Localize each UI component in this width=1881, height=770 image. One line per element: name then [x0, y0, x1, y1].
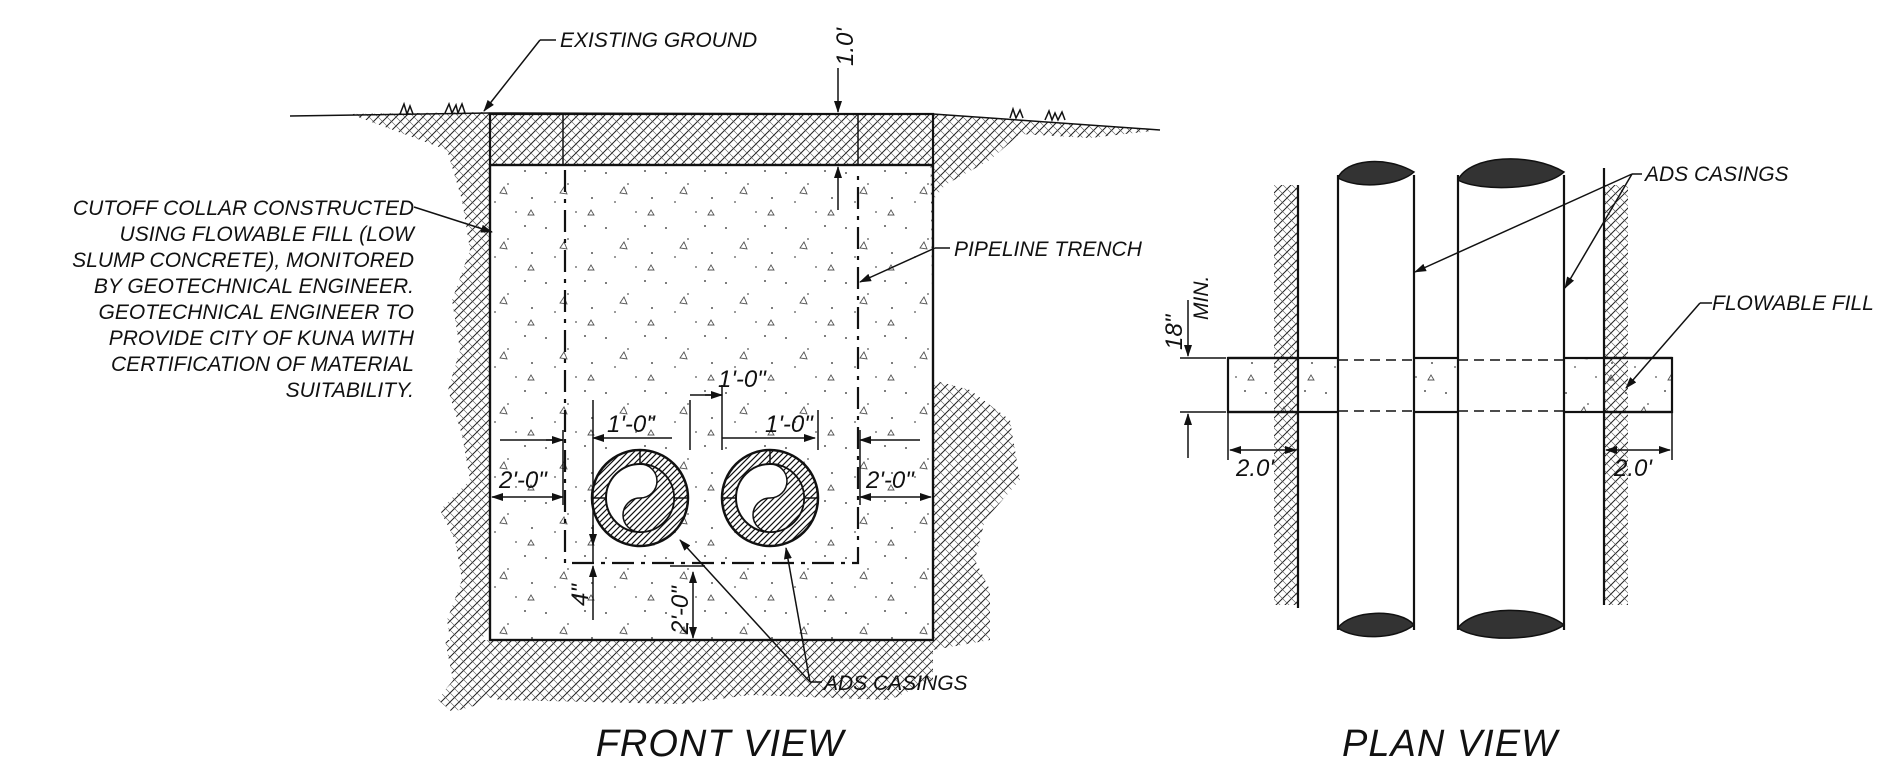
- dim-top-cover-text: 1.0': [832, 27, 859, 66]
- dim-bottom-text: 2'-0": [667, 585, 694, 635]
- collar-note-line-1: CUTOFF COLLAR CONSTRUCTED: [73, 197, 414, 220]
- leader-pipeline-trench: PIPELINE TRENCH: [859, 238, 1143, 283]
- collar-note: CUTOFF COLLAR CONSTRUCTED USING FLOWABLE…: [72, 197, 493, 402]
- plan-leader-ads-casings: ADS CASINGS: [1414, 163, 1789, 289]
- collar-note-line-6: PROVIDE CITY OF KUNA WITH: [109, 327, 415, 350]
- plan-view: 18" MIN. 2.0' 2.0' ADS CASINGS FLOWABLE …: [1161, 158, 1874, 765]
- dim-left-offset: 2'-0": [491, 430, 564, 505]
- grass-tufts: [399, 101, 1066, 123]
- plan-leader-flowable-fill: FLOWABLE FILL: [1625, 292, 1874, 389]
- leader-existing-ground: EXISTING GROUND: [483, 29, 757, 112]
- collar-note-line-5: GEOTECHNICAL ENGINEER TO: [99, 301, 414, 324]
- dim-casing-spacing: 1'-0": [690, 366, 767, 399]
- label-ads-casings-front: ADS CASINGS: [822, 672, 968, 695]
- dim-right-offset-text: 2'-0": [865, 467, 915, 494]
- dim-casing-spacing-text: 1'-0": [718, 366, 767, 393]
- plan-dim-left-ext-text: 2.0': [1235, 455, 1275, 482]
- plan-dim-width-text: 18": [1161, 313, 1188, 350]
- collar-note-line-2: USING FLOWABLE FILL (LOW: [120, 223, 417, 246]
- collar-note-line-3: SLUMP CONCRETE), MONITORED: [72, 249, 414, 272]
- dim-casing-left: 1'-0": [592, 400, 691, 548]
- ads-casing-right: [720, 448, 820, 548]
- pipeline-trench-outline: [563, 170, 860, 565]
- dim-right-offset: 2'-0": [859, 430, 932, 505]
- front-view: 1.0' 2'-0" 2'-0" 1'-0": [72, 27, 1161, 765]
- plan-dim-right-ext-text: 2.0': [1613, 455, 1653, 482]
- collar-note-line-4: BY GEOTECHNICAL ENGINEER.: [94, 275, 414, 298]
- plan-dim-left-ext: 2.0': [1227, 412, 1297, 482]
- dim-bedding: 4": [567, 525, 597, 620]
- collar-note-leader: [413, 206, 493, 233]
- plan-flowable-fill: [1228, 358, 1672, 412]
- dim-left-offset-text: 2'-0": [498, 467, 548, 494]
- collar-note-line-8: SUITABILITY.: [286, 379, 414, 402]
- plan-view-title: PLAN VIEW: [1342, 723, 1560, 765]
- plan-dim-right-ext: 2.0': [1605, 412, 1673, 482]
- leader-ads-casings-front: ADS CASINGS: [679, 539, 968, 695]
- ads-casing-left: [590, 448, 690, 548]
- label-pipeline-trench: PIPELINE TRENCH: [954, 238, 1143, 261]
- collar-note-line-7: CERTIFICATION OF MATERIAL: [111, 353, 414, 376]
- dim-bedding-text: 4": [567, 583, 594, 606]
- label-existing-ground: EXISTING GROUND: [560, 29, 757, 52]
- plan-ads-casing-left: [1336, 160, 1416, 638]
- soil-right-mass: [930, 114, 1160, 650]
- plan-label-ads-casings: ADS CASINGS: [1643, 163, 1789, 186]
- front-view-title: FRONT VIEW: [596, 723, 847, 765]
- dim-casing-right-text: 1'-0": [765, 411, 814, 438]
- plan-label-flowable-fill: FLOWABLE FILL: [1712, 292, 1874, 315]
- plan-ads-casing-right: [1456, 158, 1566, 639]
- dim-top-cover: 1.0': [832, 27, 859, 210]
- dim-casing-right: 1'-0": [721, 385, 819, 450]
- flowable-fill-area: [490, 165, 933, 640]
- soil-bottom-mass: [445, 640, 933, 704]
- plan-dim-width-note: MIN.: [1190, 276, 1213, 320]
- soil-top-cover: [490, 114, 933, 165]
- dim-bottom: 2'-0": [667, 565, 705, 639]
- soil-left-mass: [350, 112, 490, 712]
- plan-dim-width: 18" MIN.: [1161, 276, 1226, 458]
- dim-casing-left-text: 1'-0": [607, 411, 656, 438]
